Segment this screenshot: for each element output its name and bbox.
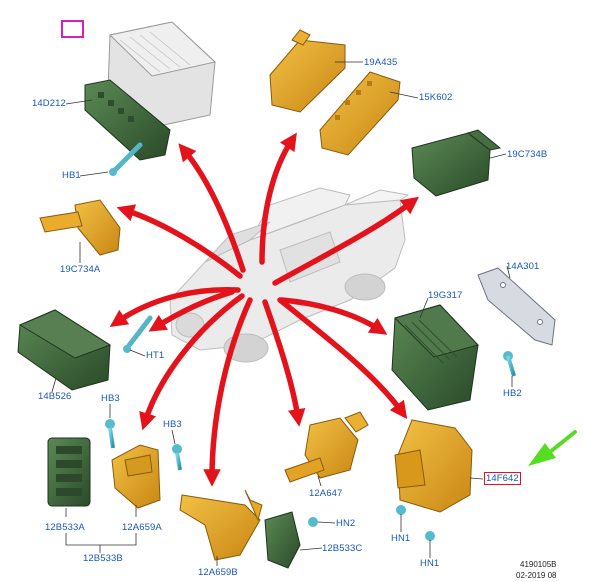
label-HN1-right: HN1: [420, 558, 440, 569]
label-HB1: HB1: [62, 170, 81, 181]
component-14B526: [17, 309, 112, 391]
label-15K602: 15K602: [419, 92, 453, 103]
component-12A659A: [111, 444, 161, 509]
bolt-HB2: [503, 351, 516, 377]
component-12B533A: [47, 437, 91, 507]
arrow-to-19A435: [259, 132, 297, 265]
label-12A659A: 12A659A: [122, 522, 162, 533]
label-14B526: 14B526: [38, 391, 72, 402]
component-12A659B: [179, 489, 263, 561]
label-HB2: HB2: [503, 388, 522, 399]
component-19A435: [269, 29, 346, 113]
arrow-to-14B526: [109, 286, 241, 327]
label-HN1-left: HN1: [391, 533, 411, 544]
arrow-to-12A659A: [139, 293, 245, 431]
arrow-to-HT1: [148, 289, 235, 332]
highlight-arrow: [528, 430, 577, 466]
component-12B533C: [264, 511, 301, 569]
bolt-HB1: [109, 142, 143, 176]
arrow-to-14F642: [277, 297, 408, 420]
arrow-to-12A647: [262, 299, 306, 427]
reference-code: 4190105B: [520, 560, 557, 569]
label-12B533A: 12B533A: [45, 522, 85, 533]
label-19A435: 19A435: [364, 57, 398, 68]
label-HB3-right: HB3: [163, 419, 182, 430]
bolt-HB3-left: [105, 419, 115, 449]
reference-date: 02-2019 08: [516, 571, 557, 580]
label-12B533C: 12B533C: [322, 543, 363, 554]
label-12A647: 12A647: [309, 488, 343, 499]
component-19C734B: [411, 129, 502, 197]
arrow-to-19C734A: [116, 204, 243, 279]
component-19G317: [391, 304, 479, 411]
arrow-to-12A659B: [203, 297, 253, 487]
arrow-to-19C734B: [272, 196, 420, 286]
module-14D212: [84, 21, 217, 161]
label-19C734B: 19C734B: [507, 149, 548, 160]
bolts-HN1: [396, 505, 465, 576]
component-19C734A: [39, 199, 121, 256]
component-12A647: [284, 411, 369, 483]
arrow-to-19G317: [279, 297, 388, 335]
bolt-HB3-right: [172, 444, 182, 471]
label-14D212: 14D212: [32, 98, 66, 109]
label-HB3-left: HB3: [101, 393, 120, 404]
label-14A301: 14A301: [506, 261, 540, 272]
label-19G317: 19G317: [428, 290, 463, 301]
bracket-14A301: [477, 267, 556, 346]
component-15K602: [319, 71, 401, 156]
bolt-HT1: [123, 315, 153, 353]
bolt-HN2: [308, 517, 318, 527]
component-14F642: [394, 419, 473, 513]
label-HT1: HT1: [146, 350, 165, 361]
arrow-to-14D212: [178, 143, 246, 273]
label-12A659B: 12A659B: [198, 567, 238, 578]
zoom-icon[interactable]: [61, 20, 84, 38]
label-12B533B: 12B533B: [83, 553, 123, 564]
label-14F642[interactable]: 14F642: [484, 472, 521, 485]
location-arrows: [109, 132, 420, 487]
label-19C734A: 19C734A: [60, 264, 101, 275]
leader-lines: [51, 61, 513, 566]
label-HN2: HN2: [336, 518, 356, 529]
